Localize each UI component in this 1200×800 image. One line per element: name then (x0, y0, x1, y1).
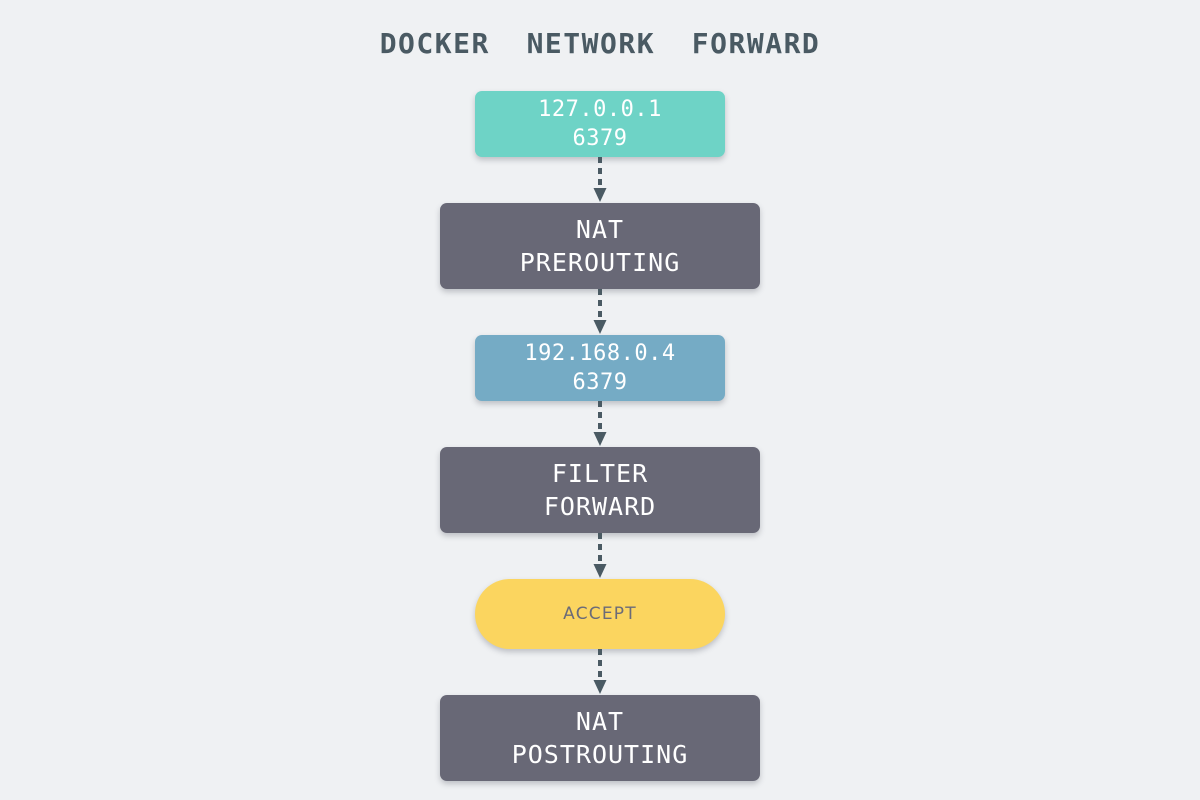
filter-forward-table: FILTER (551, 459, 649, 488)
nat-postrouting-table: NAT (575, 707, 625, 736)
arrow-accept-to-nat-postrouting (592, 649, 608, 695)
source-endpoint-port: 6379 (572, 126, 628, 151)
node-nat-postrouting[interactable]: NAT POSTROUTING (440, 695, 760, 781)
verdict-accept-label: ACCEPT (563, 603, 637, 624)
nat-prerouting-table: NAT (575, 215, 625, 244)
flow-column: 127.0.0.1 6379 NAT PREROUTING 192.168.0.… (0, 91, 1200, 781)
arrow-dest-to-filter-forward (592, 401, 608, 447)
arrow-source-to-nat-prerouting (592, 157, 608, 203)
source-endpoint-address: 127.0.0.1 (538, 96, 662, 122)
arrow-nat-prerouting-to-dest (592, 289, 608, 335)
node-verdict-accept[interactable]: ACCEPT (475, 579, 725, 649)
node-nat-prerouting[interactable]: NAT PREROUTING (440, 203, 760, 289)
nat-prerouting-chain: PREROUTING (519, 248, 681, 277)
filter-forward-chain: FORWARD (543, 492, 657, 521)
nat-postrouting-chain: POSTROUTING (511, 740, 689, 769)
node-filter-forward[interactable]: FILTER FORWARD (440, 447, 760, 533)
diagram-title: DOCKER NETWORK FORWARD (379, 27, 821, 60)
dest-endpoint-address: 192.168.0.4 (524, 340, 676, 366)
node-dest-endpoint[interactable]: 192.168.0.4 6379 (475, 335, 725, 401)
dest-endpoint-port: 6379 (572, 370, 628, 395)
arrow-filter-forward-to-accept (592, 533, 608, 579)
node-source-endpoint[interactable]: 127.0.0.1 6379 (475, 91, 725, 157)
